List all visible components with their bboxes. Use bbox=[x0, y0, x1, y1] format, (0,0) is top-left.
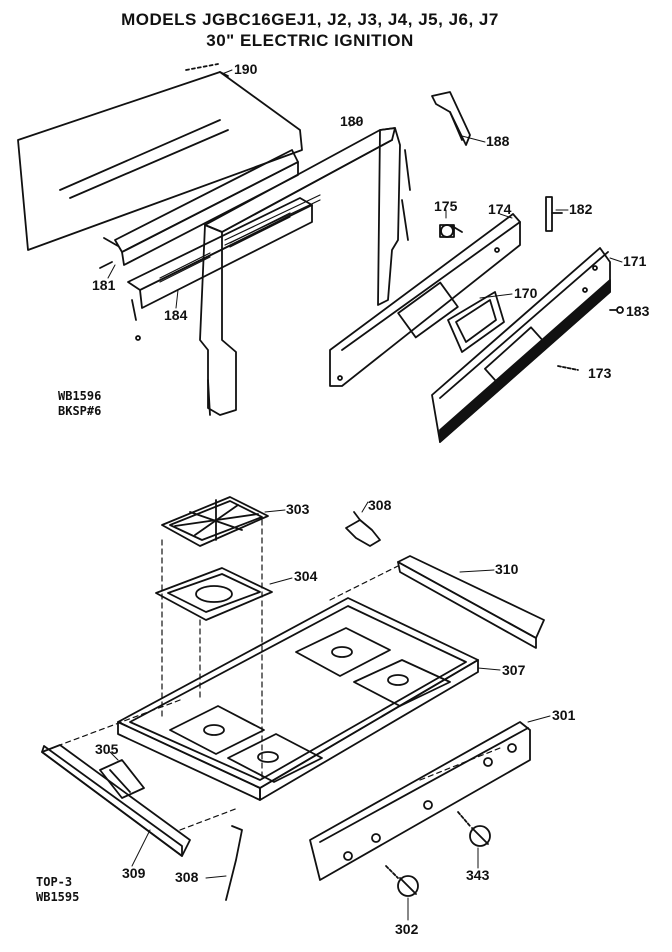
part-304-drip-pan bbox=[155, 567, 273, 621]
part-343-knob bbox=[457, 811, 491, 847]
part-171-front-trim bbox=[431, 247, 611, 443]
part-182-clip bbox=[545, 196, 563, 232]
callout-188: 188 bbox=[486, 133, 510, 149]
part-180-main-frame bbox=[199, 127, 411, 416]
callout-310: 310 bbox=[495, 561, 519, 577]
callout-174: 174 bbox=[488, 201, 512, 217]
callout-304: 304 bbox=[294, 568, 318, 584]
callout-308-top: 308 bbox=[368, 497, 392, 513]
part-188-end-bracket bbox=[431, 91, 471, 146]
part-190-rear-panel bbox=[17, 63, 303, 251]
callout-183: 183 bbox=[626, 303, 650, 319]
part-301-manifold-panel bbox=[309, 721, 531, 881]
callout-175: 175 bbox=[434, 198, 458, 214]
top-code: WB1595 bbox=[36, 890, 80, 904]
callout-343: 343 bbox=[466, 867, 490, 883]
callout-171: 171 bbox=[623, 253, 647, 269]
part-307-cooktop bbox=[117, 597, 479, 801]
callout-303: 303 bbox=[286, 501, 310, 517]
callout-301: 301 bbox=[552, 707, 576, 723]
leader-lines bbox=[107, 69, 623, 921]
callout-190: 190 bbox=[234, 61, 258, 77]
callout-305: 305 bbox=[95, 741, 119, 757]
part-302-knob bbox=[385, 865, 419, 897]
part-175-switch bbox=[439, 224, 463, 238]
part-183-screw bbox=[609, 306, 624, 314]
callout-180: 180 bbox=[340, 113, 364, 129]
callout-302: 302 bbox=[395, 921, 419, 937]
callout-309: 309 bbox=[122, 865, 146, 881]
callout-307: 307 bbox=[502, 662, 526, 678]
callout-170: 170 bbox=[514, 285, 538, 301]
top-label: TOP-3 bbox=[36, 875, 73, 889]
part-309-front-trim bbox=[41, 744, 191, 857]
diagram-title: MODELS JGBC16GEJ1, J2, J3, J4, J5, J6, J… bbox=[121, 10, 499, 29]
backsplash-code: WB1596 bbox=[58, 389, 102, 403]
part-305-bracket bbox=[99, 759, 145, 799]
part-181-channel bbox=[99, 149, 299, 269]
callout-184: 184 bbox=[164, 307, 188, 323]
callout-308-bottom: 308 bbox=[175, 869, 199, 885]
part-310-rear-rail bbox=[397, 555, 545, 649]
part-303-grate bbox=[161, 496, 269, 547]
backsplash-label: BKSP#6 bbox=[58, 404, 102, 418]
callout-173: 173 bbox=[588, 365, 612, 381]
callout-181: 181 bbox=[92, 277, 116, 293]
part-308-lower-bracket bbox=[225, 825, 243, 901]
callout-182: 182 bbox=[569, 201, 593, 217]
part-174-control-panel bbox=[329, 213, 521, 387]
part-308-igniter bbox=[345, 511, 381, 547]
part-173-fastener bbox=[557, 365, 579, 371]
part-170-bezel bbox=[447, 291, 505, 353]
diagram-subtitle: 30" ELECTRIC IGNITION bbox=[206, 31, 414, 50]
